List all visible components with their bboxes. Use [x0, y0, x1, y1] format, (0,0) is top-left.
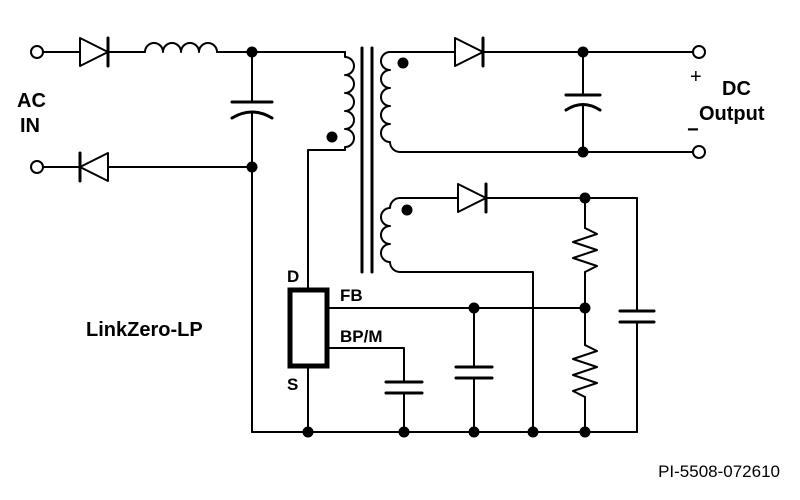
ac-input-section: [30, 36, 346, 433]
bpm-wire: [326, 347, 405, 383]
input-diode-top: [79, 36, 110, 68]
input-inductor: [144, 42, 218, 53]
junction-dot: [468, 302, 480, 314]
dc-output-label-line1: DC: [722, 78, 751, 100]
secondary-dot: [397, 57, 409, 69]
junction-dot: [468, 426, 480, 438]
dc-terminal-positive: [692, 45, 706, 59]
input-diode-bottom: [78, 151, 109, 183]
ic-body: [287, 287, 330, 369]
ac-terminal-top: [30, 45, 44, 59]
junction-dot: [579, 426, 591, 438]
junction-dot: [577, 146, 589, 158]
lower-resistor: [572, 344, 598, 398]
ic-name-label: LinkZero-LP: [86, 319, 203, 341]
figure-code: PI-5508-072610: [658, 462, 780, 481]
feedback-network: [326, 182, 656, 433]
pin-bpm-label: BP/M: [340, 327, 383, 346]
pin-fb-label: FB: [340, 286, 363, 305]
junction-dot: [527, 426, 539, 438]
bias-dot: [401, 204, 413, 216]
bias-winding: [380, 197, 401, 273]
pin-d-label: D: [287, 267, 299, 286]
ac-in-label-line2: IN: [20, 115, 40, 137]
junction-dot: [302, 426, 314, 438]
junction-dot: [579, 302, 591, 314]
primary-winding: [344, 51, 355, 151]
drain-wire: [307, 149, 346, 291]
junction-dot: [579, 192, 591, 204]
junction-dot: [246, 46, 258, 58]
dc-terminal-negative: [692, 145, 706, 159]
output-diode: [454, 36, 485, 68]
dc-output-label-line2: Output: [699, 103, 765, 125]
transformer: [326, 46, 413, 274]
junction-dot: [246, 161, 258, 173]
ac-in-label-line1: AC: [17, 90, 46, 112]
bias-diode: [457, 182, 488, 214]
ac-terminal-bottom: [30, 160, 44, 174]
junction-dot: [398, 426, 410, 438]
controller-ic: [287, 149, 346, 433]
plus-sign: +: [690, 66, 702, 88]
junction-dot: [577, 46, 589, 58]
primary-dot: [326, 131, 338, 143]
output-section: [389, 36, 706, 159]
minus-sign: −: [687, 119, 699, 141]
bias-return-wire: [399, 271, 534, 433]
secondary-winding: [380, 51, 401, 153]
upper-resistor: [572, 227, 598, 273]
pin-s-label: S: [287, 375, 298, 394]
